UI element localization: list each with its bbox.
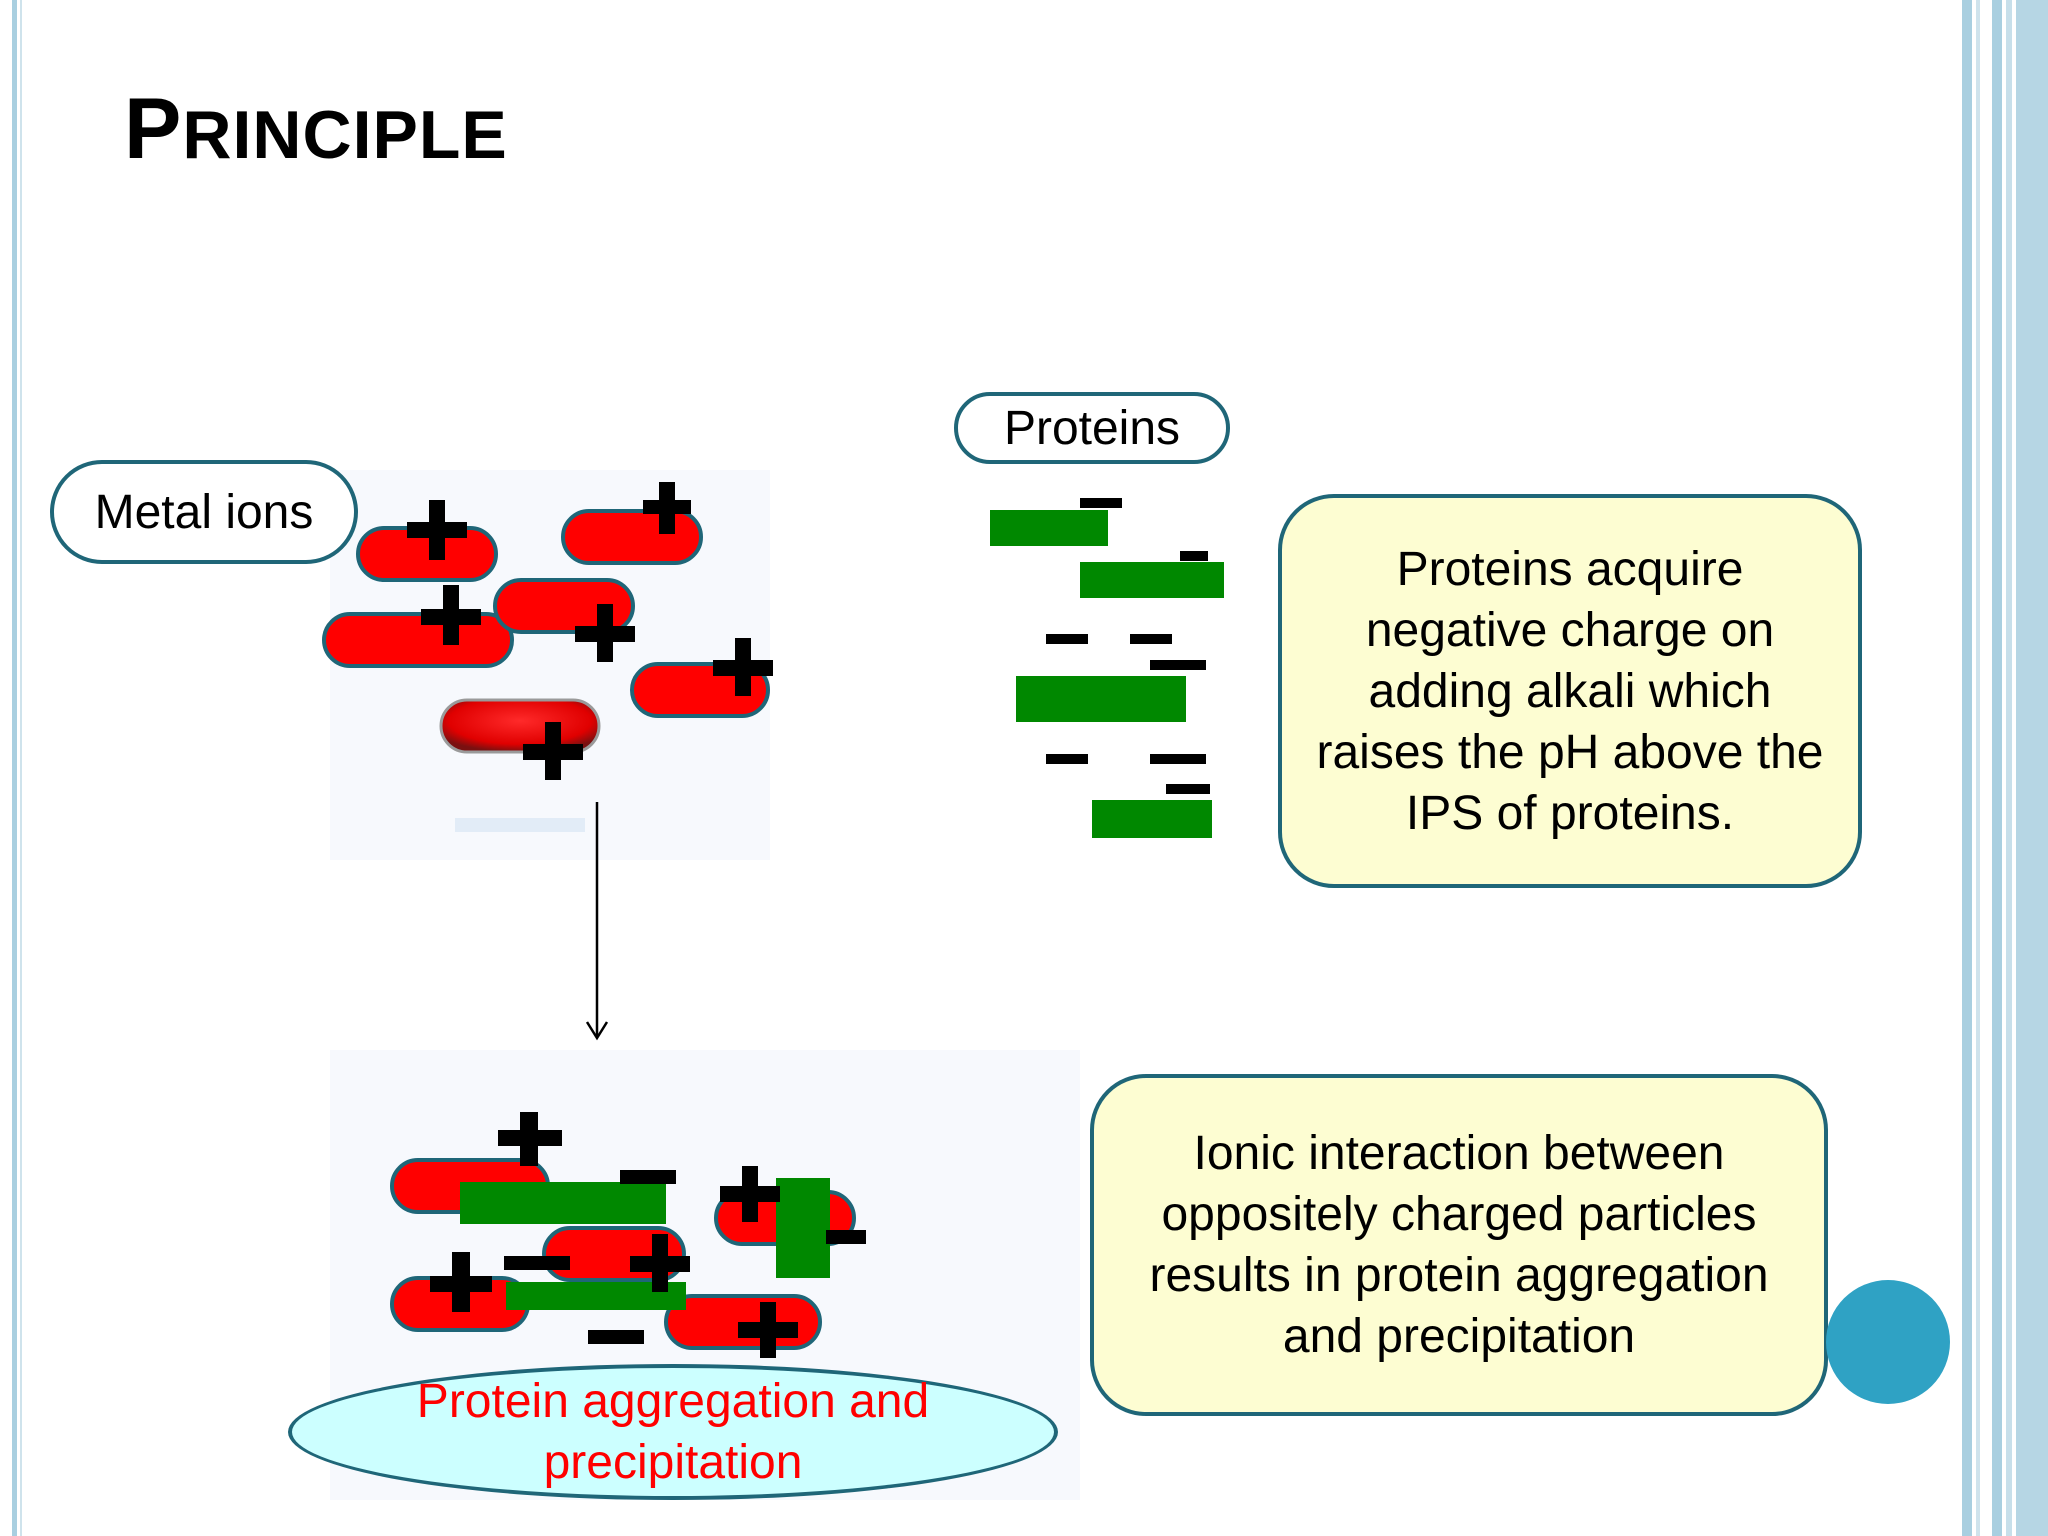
minus-sign [1166, 784, 1210, 794]
ionic-interaction-note: Ionic interaction between oppositely cha… [1090, 1074, 1828, 1416]
minus-sign [1150, 754, 1206, 764]
plus-sign [738, 1302, 798, 1358]
plus-sign [430, 1252, 492, 1312]
title-initial: P [124, 81, 183, 177]
negative-charges [1046, 498, 1210, 794]
plus-sign [720, 1166, 780, 1222]
slide-frame-left-inner [20, 0, 22, 1536]
plus-sign [498, 1112, 562, 1166]
aggregate-group [390, 1158, 856, 1350]
plus-sign [643, 482, 691, 534]
protein [1016, 676, 1186, 722]
minus-sign [1150, 660, 1206, 670]
minus-sign [1130, 634, 1172, 644]
minus-sign [1180, 551, 1208, 561]
positive-charges [407, 482, 773, 780]
minus-sign [504, 1256, 570, 1270]
title-rest: RINCIPLE [182, 97, 508, 173]
ionic-interaction-note-text: Ionic interaction between oppositely cha… [1149, 1127, 1769, 1363]
protein [1092, 800, 1212, 838]
proteins-group [990, 510, 1224, 838]
aggregate-charges [430, 1112, 866, 1358]
proteins-label: Proteins [954, 392, 1230, 464]
accent-dot [1826, 1280, 1950, 1404]
plus-sign [523, 722, 583, 780]
metal-ion [561, 509, 703, 565]
metal-ions-label: Metal ions [50, 460, 358, 564]
metal-ion [322, 612, 514, 668]
plus-sign [575, 604, 635, 662]
protein [1080, 562, 1224, 598]
protein [990, 510, 1108, 546]
minus-sign [1046, 634, 1088, 644]
metal-ions-group [322, 509, 770, 754]
slide-frame-left [12, 0, 17, 1536]
protein [776, 1178, 830, 1278]
shadow-streak [455, 818, 585, 832]
plus-sign [630, 1234, 690, 1292]
minus-sign [826, 1230, 866, 1244]
minus-sign [1046, 754, 1088, 764]
metal-ions-label-text: Metal ions [94, 485, 314, 539]
plus-sign [407, 500, 467, 560]
plus-sign [421, 585, 481, 645]
result-label: Protein aggregation and precipitation [288, 1364, 1058, 1500]
minus-sign [1080, 498, 1122, 508]
proteins-charge-note: Proteins acquire negative charge on addi… [1278, 494, 1862, 888]
minus-sign [588, 1330, 644, 1344]
minus-sign [620, 1170, 676, 1184]
metal-ion [630, 662, 770, 718]
proteins-label-text: Proteins [1003, 401, 1181, 455]
result-label-text: Protein aggregation and precipitation [416, 1375, 930, 1489]
slide-frame-right [1958, 0, 2048, 1536]
protein [460, 1182, 666, 1224]
slide-title: PRINCIPLE [124, 80, 508, 179]
plus-sign [713, 638, 773, 696]
reaction-arrow [585, 802, 609, 1041]
proteins-charge-note-text: Proteins acquire negative charge on addi… [1316, 542, 1824, 840]
